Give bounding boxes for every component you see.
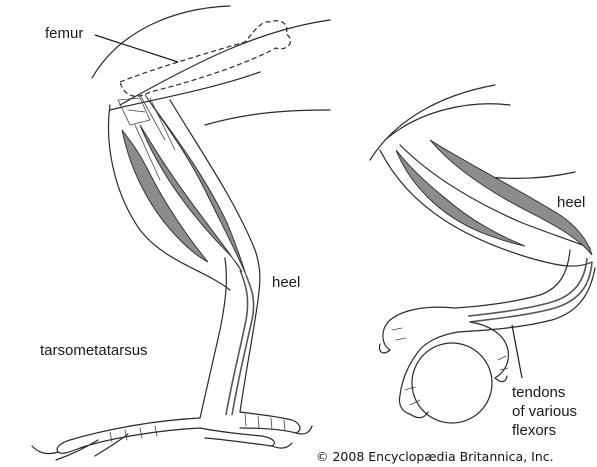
copyright-credit: © 2008 Encyclopædia Britannica, Inc. (316, 449, 554, 464)
foot-left (56, 412, 300, 460)
tendons-leader (512, 325, 522, 378)
heel-label-right: heel (557, 194, 585, 211)
femur-label: femur (45, 25, 83, 42)
tendons-label-line1: tendons (512, 384, 565, 401)
femur-bone (120, 21, 291, 97)
tarsus-right (455, 250, 595, 332)
muscle-left-2 (122, 130, 208, 262)
tendons-label-line3: flexors (512, 422, 556, 439)
perch-branch (412, 343, 492, 423)
tendons-label-line2: of various (512, 403, 577, 420)
claws-right (380, 344, 507, 418)
heel-label-left: heel (272, 274, 300, 291)
tarsometatarsus-label: tarsometatarsus (40, 342, 148, 359)
right-leg-figure (370, 85, 595, 423)
left-leg-figure (32, 6, 330, 460)
tendon-right-b (468, 258, 587, 316)
femur-leader (95, 35, 178, 62)
body-outline-left (92, 6, 330, 125)
